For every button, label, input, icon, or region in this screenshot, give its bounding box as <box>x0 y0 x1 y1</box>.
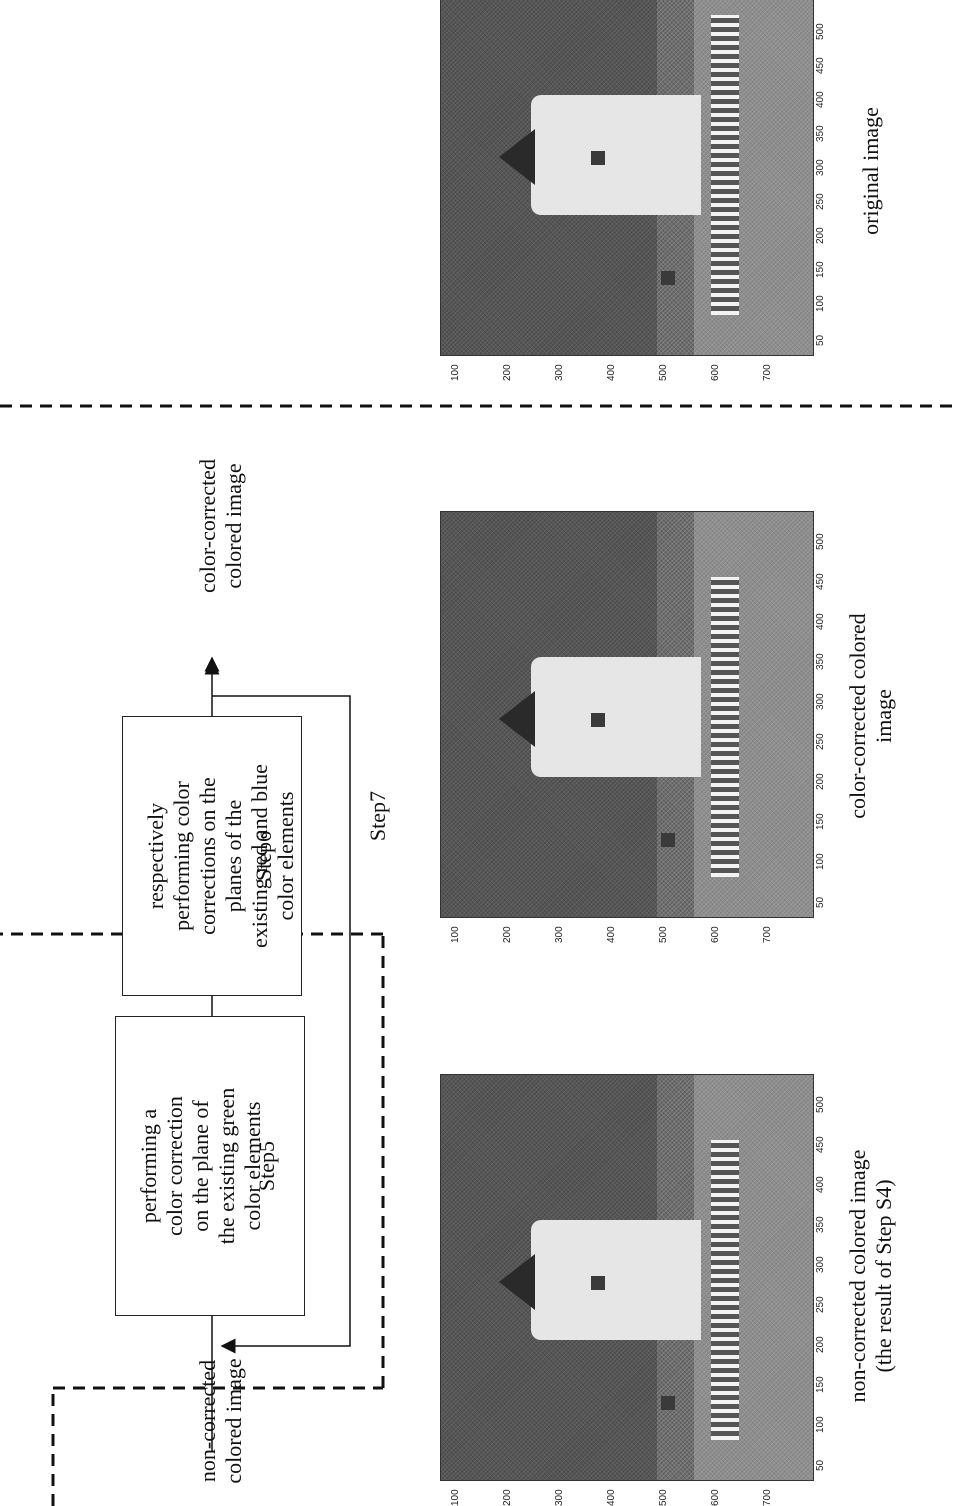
noncorrected-x-ticks: 50 100 150 200 250 300 350 400 450 500 <box>815 1076 831 1481</box>
step5-box: performing a color correction on the pla… <box>115 1016 305 1316</box>
tick-x: 350 <box>815 125 826 142</box>
tick-y: 100 <box>450 1489 461 1506</box>
tick-y: 200 <box>502 364 513 381</box>
tick-y: 400 <box>606 1489 617 1506</box>
tick-y: 400 <box>606 926 617 943</box>
noncorrected-image <box>440 1074 814 1481</box>
tick-y: 500 <box>658 926 669 943</box>
step6-box: respectively performing color correction… <box>122 716 302 996</box>
tick-x: 50 <box>815 334 826 346</box>
tick-x: 200 <box>815 773 826 790</box>
tick-x: 50 <box>815 1459 826 1471</box>
tick-x: 300 <box>815 1256 826 1273</box>
tick-x: 300 <box>815 693 826 710</box>
tick-x: 450 <box>815 1136 826 1153</box>
tick-y: 500 <box>658 1489 669 1506</box>
step6-label: Step6 <box>251 830 276 882</box>
tick-x: 400 <box>815 613 826 630</box>
tick-y: 100 <box>450 926 461 943</box>
tick-y: 500 <box>658 364 669 381</box>
input-label: non-corrected colored image <box>195 1358 246 1484</box>
tick-x: 350 <box>815 1216 826 1233</box>
tick-x: 250 <box>815 733 826 750</box>
tick-x: 400 <box>815 1176 826 1193</box>
tick-x: 100 <box>815 1416 826 1433</box>
tick-x: 500 <box>815 533 826 550</box>
tick-x: 100 <box>815 295 826 312</box>
noncorrected-caption: non-corrected colored image (the result … <box>845 1149 896 1403</box>
tick-y: 300 <box>554 364 565 381</box>
step7-label: Step7 <box>365 790 390 842</box>
step5-label: Step5 <box>254 1140 279 1192</box>
step5-text: performing a color correction on the pla… <box>136 1087 265 1245</box>
corrected-caption: color-corrected colored image <box>845 613 896 819</box>
tick-x: 50 <box>815 896 826 908</box>
tick-x: 500 <box>815 23 826 40</box>
output-label: color-corrected colored image <box>195 459 246 593</box>
tick-x: 150 <box>815 1376 826 1393</box>
tick-y: 100 <box>450 364 461 381</box>
corrected-image <box>440 511 814 918</box>
tick-x: 350 <box>815 653 826 670</box>
tick-x: 300 <box>815 159 826 176</box>
tick-y: 700 <box>762 1489 773 1506</box>
original-image <box>440 0 814 356</box>
tick-y: 200 <box>502 1489 513 1506</box>
tick-x: 100 <box>815 853 826 870</box>
tick-y: 600 <box>710 926 721 943</box>
tick-x: 450 <box>815 57 826 74</box>
tick-x: 150 <box>815 261 826 278</box>
tick-x: 200 <box>815 1336 826 1353</box>
tick-y: 600 <box>710 1489 721 1506</box>
corrected-y-ticks: 100 200 300 400 500 600 700 <box>440 921 812 943</box>
tick-x: 150 <box>815 813 826 830</box>
original-x-ticks: 50 100 150 200 250 300 350 400 450 500 <box>815 6 831 356</box>
tick-x: 250 <box>815 193 826 210</box>
corrected-x-ticks: 50 100 150 200 250 300 350 400 450 500 <box>815 513 831 918</box>
tick-x: 400 <box>815 91 826 108</box>
tick-x: 250 <box>815 1296 826 1313</box>
tick-x: 200 <box>815 227 826 244</box>
tick-y: 200 <box>502 926 513 943</box>
tick-y: 300 <box>554 1489 565 1506</box>
feedback-loop-step7 <box>212 695 351 1354</box>
tick-y: 700 <box>762 364 773 381</box>
tick-y: 600 <box>710 364 721 381</box>
original-caption: original image <box>858 107 883 235</box>
noncorrected-y-ticks: 100 200 300 400 500 600 700 <box>440 1484 812 1506</box>
original-y-ticks: 100 200 300 400 500 600 700 <box>440 359 812 381</box>
tick-y: 700 <box>762 926 773 943</box>
tick-x: 450 <box>815 573 826 590</box>
tick-y: 400 <box>606 364 617 381</box>
tick-y: 300 <box>554 926 565 943</box>
tick-x: 500 <box>815 1096 826 1113</box>
